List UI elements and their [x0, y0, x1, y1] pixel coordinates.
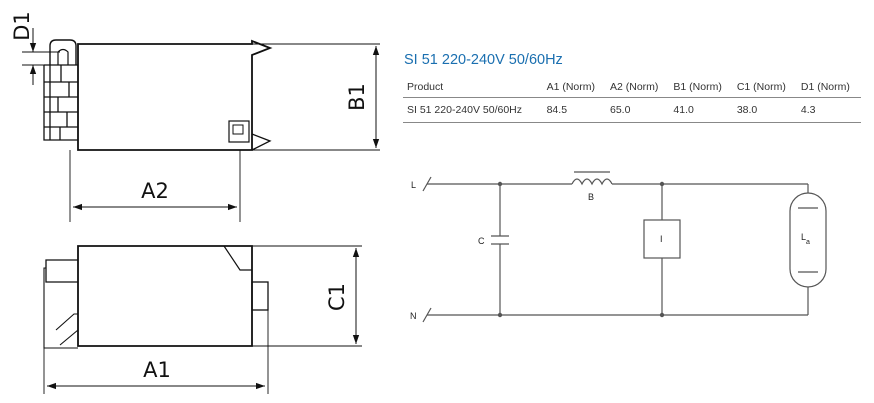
- line-terminal-label: L: [411, 180, 416, 190]
- b1-label: B1: [345, 83, 369, 111]
- c1-label: C1: [325, 283, 349, 311]
- col-header-d1: D1 (Norm): [796, 78, 861, 98]
- cell-b1: 41.0: [669, 97, 733, 123]
- table-row: SI 51 220-240V 50/60Hz 84.5 65.0 41.0 38…: [403, 97, 861, 123]
- cell-a2: 65.0: [606, 97, 670, 123]
- d1-label: D1: [10, 11, 34, 41]
- cell-product: SI 51 220-240V 50/60Hz: [403, 97, 543, 123]
- col-header-c1: C1 (Norm): [732, 78, 797, 98]
- lamp-label-main: L: [801, 232, 806, 242]
- col-header-b1: B1 (Norm): [669, 78, 733, 98]
- spec-table: Product A1 (Norm) A2 (Norm) B1 (Norm) C1…: [403, 78, 861, 123]
- spec-table-header-row: Product A1 (Norm) A2 (Norm) B1 (Norm) C1…: [403, 78, 861, 98]
- product-title: SI 51 220-240V 50/60Hz: [404, 52, 563, 68]
- side-view-drawing: [43, 245, 362, 394]
- cell-d1: 4.3: [796, 97, 861, 123]
- wiring-diagram: [422, 171, 827, 323]
- a2-label: A2: [141, 179, 169, 203]
- wiring-junctions: [497, 181, 665, 318]
- lamp-label: La: [801, 232, 810, 246]
- col-header-a1: A1 (Norm): [542, 78, 606, 98]
- ignitor-label: I: [660, 234, 663, 244]
- lamp-label-sub: a: [806, 239, 810, 246]
- col-header-a2: A2 (Norm): [606, 78, 670, 98]
- col-header-product: Product: [403, 78, 543, 98]
- a1-label: A1: [143, 358, 171, 382]
- ballast-label: B: [588, 192, 594, 202]
- cell-a1: 84.5: [542, 97, 606, 123]
- cell-c1: 38.0: [732, 97, 797, 123]
- capacitor-label: C: [478, 236, 485, 246]
- neutral-terminal-label: N: [410, 311, 417, 321]
- top-view-drawing: [22, 28, 380, 222]
